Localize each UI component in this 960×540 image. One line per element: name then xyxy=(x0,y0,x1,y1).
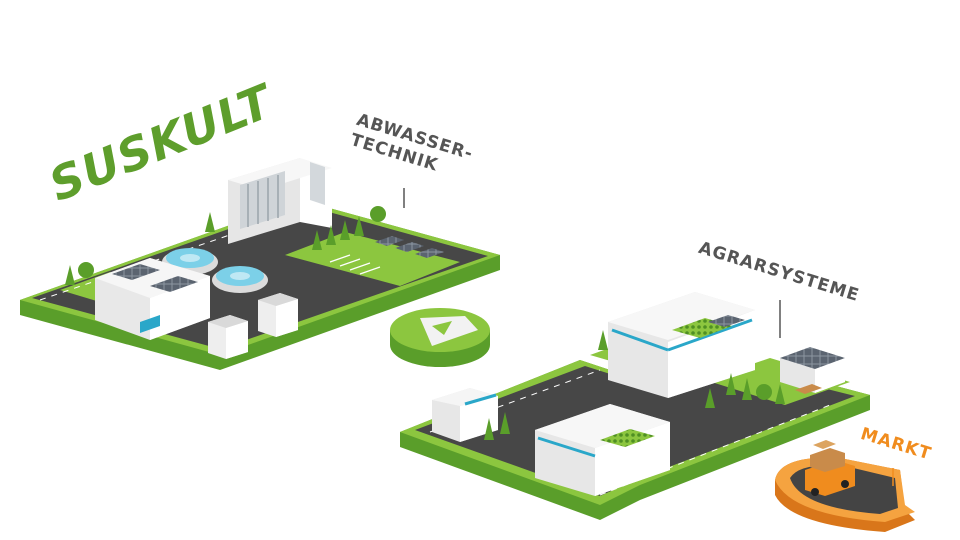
greenhouse-secondary xyxy=(535,404,670,496)
storage-shed xyxy=(780,347,845,394)
connector-disc xyxy=(390,308,490,367)
pump-house xyxy=(208,293,298,359)
treatment-hall xyxy=(95,258,210,340)
delivery-truck xyxy=(805,440,855,496)
trees-agriculture xyxy=(484,330,785,440)
trees-wastewater xyxy=(65,206,386,285)
greenhouse-main xyxy=(608,292,755,398)
office-building xyxy=(228,158,332,244)
solar-panels xyxy=(375,236,444,258)
